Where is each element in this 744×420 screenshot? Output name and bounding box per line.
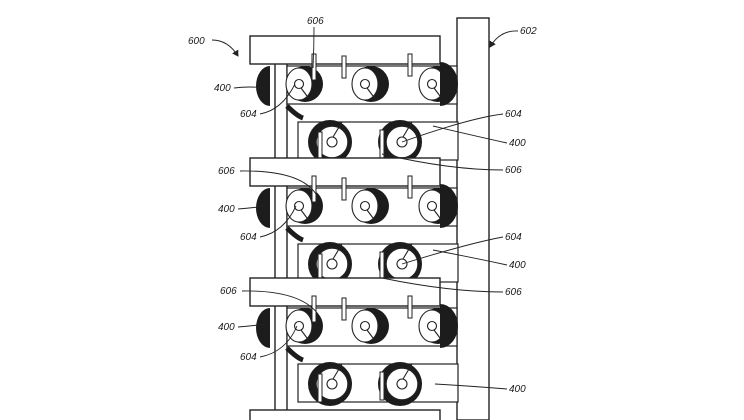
leader-400-row4-right — [432, 249, 508, 266]
label-606-left-3: 606 — [220, 286, 237, 297]
level-2-big-reel-a-hub — [326, 258, 338, 270]
level-2-reel-c-hub — [426, 200, 438, 212]
level-2-pin-2 — [341, 177, 347, 201]
label-400-row2-right: 400 — [509, 138, 526, 149]
level-3-reel-c-hub — [426, 320, 438, 332]
leader-606-right-1 — [381, 153, 504, 171]
level-1-reel-b-lever — [366, 87, 377, 101]
label-400-row5: 400 — [218, 322, 235, 333]
leader-400-row2-right — [432, 125, 508, 144]
level-1-reel-b-hub — [359, 78, 371, 90]
leader-606-left-2 — [239, 170, 317, 195]
leader-604-row1-left — [259, 83, 296, 115]
leader-400-row3 — [237, 205, 266, 210]
level-2-reel-b-hub — [359, 200, 371, 212]
level-2-hook — [285, 226, 304, 243]
label-604-row5-left: 604 — [240, 352, 257, 363]
frame-602 — [456, 17, 490, 420]
leader-604-row5-left — [259, 325, 298, 358]
label-602: 602 — [520, 26, 537, 37]
label-604-row3-left: 604 — [240, 232, 257, 243]
label-604-row1-left: 604 — [240, 109, 257, 120]
label-400-row6-right: 400 — [509, 384, 526, 395]
left-spine — [274, 59, 288, 420]
label-606-right-1: 606 — [505, 165, 522, 176]
label-606-left-2: 606 — [218, 166, 235, 177]
level-3-tray-end — [440, 304, 458, 348]
label-604-row4-right: 604 — [505, 232, 522, 243]
level-2-tray-end — [440, 184, 458, 228]
label-400-row1: 400 — [214, 83, 231, 94]
level-3-reel-b-lever — [366, 329, 377, 343]
label-400-row3: 400 — [218, 204, 235, 215]
leader-606-top — [312, 26, 315, 69]
level-2-lower-pin-2 — [379, 251, 385, 281]
level-2-pin-1 — [311, 175, 317, 203]
level-2-pin-3 — [407, 175, 413, 199]
level-1-tray-end — [440, 62, 458, 106]
level-1-reel-a-hub — [293, 78, 305, 90]
level-2-reel-a-lever — [300, 209, 311, 223]
level-3-reel-b-hub — [359, 320, 371, 332]
level-2-big-reel-a-lever — [332, 243, 343, 260]
leader-400-row1 — [233, 86, 265, 89]
level-3-reel-a-hub — [293, 320, 305, 332]
bottom-shelf — [249, 409, 441, 420]
level-1-lower-pin-2 — [379, 129, 385, 159]
leader-602 — [489, 30, 519, 48]
level-3-big-reel-b-hub — [396, 378, 408, 390]
label-600: 600 — [188, 36, 205, 47]
level-1-pin-3 — [407, 53, 413, 77]
level-1-end-coil — [256, 66, 270, 106]
level-1-big-reel-a-hub — [326, 136, 338, 148]
level-1-reel-a-lever — [300, 87, 311, 101]
level-1-lower-pin-1 — [317, 131, 323, 161]
label-400-row4-right: 400 — [509, 260, 526, 271]
level-3-big-reel-a-hub — [326, 378, 338, 390]
callout-labels: 600 602 606 400 604 604 400 606 606 400 … — [188, 16, 537, 395]
leader-604-row4-right — [401, 236, 504, 265]
level-3-reel-a-lever — [300, 329, 311, 343]
leader-604-row2-right — [401, 113, 504, 143]
leader-600 — [211, 39, 239, 57]
level-1-big-reel-a-lever — [332, 121, 343, 138]
level-1-reel-c-hub — [426, 78, 438, 90]
level-2-big-reel-b-lever — [402, 243, 413, 260]
level-3-big-reel-b-lever — [402, 363, 413, 380]
label-604-row2-right: 604 — [505, 109, 522, 120]
level-3-end-coil — [256, 308, 270, 348]
level-3-pin-3 — [407, 295, 413, 319]
leader-400-row6-right — [434, 383, 508, 390]
level-3-lower-pin-2 — [379, 371, 385, 401]
level-1-big-reel-b-lever — [402, 121, 413, 138]
leader-606-left-3 — [241, 290, 319, 315]
level-1-pin-2 — [341, 55, 347, 79]
leader-606-right-2 — [381, 277, 504, 293]
level-3-pin-2 — [341, 297, 347, 321]
level-2-reel-b-lever — [366, 209, 377, 223]
level-1-hook — [285, 104, 304, 121]
label-606-top: 606 — [307, 16, 324, 27]
leader-400-row5 — [237, 323, 266, 328]
leader-604-row3-left — [259, 205, 297, 238]
level-3-hook — [285, 346, 304, 363]
level-2-reel-a-hub — [293, 200, 305, 212]
level-3-lower-pin-1 — [317, 373, 323, 403]
label-606-right-2: 606 — [505, 287, 522, 298]
level-2-end-coil — [256, 188, 270, 228]
level-3-big-reel-a-lever — [332, 363, 343, 380]
